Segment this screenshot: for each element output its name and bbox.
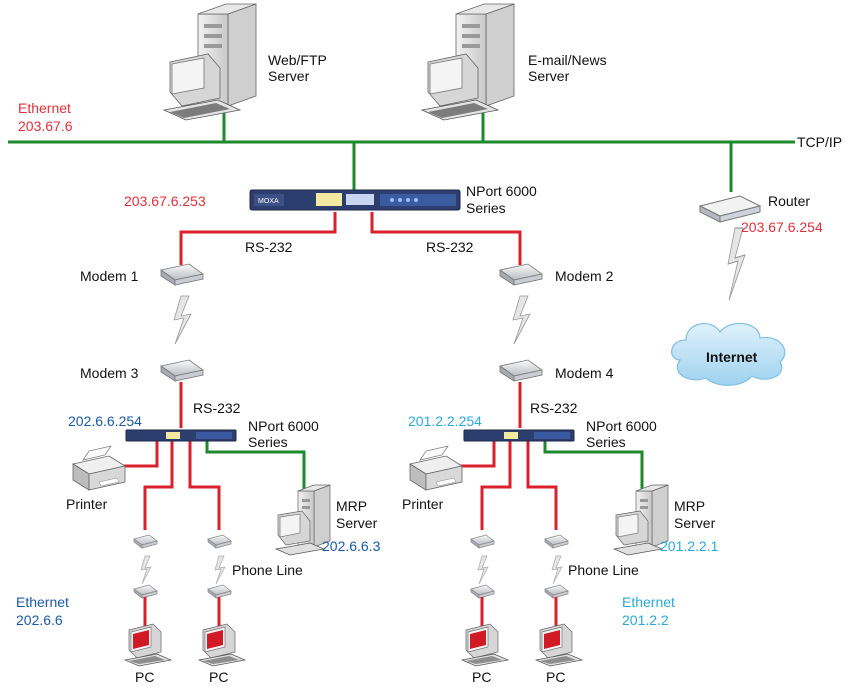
nport-right-device bbox=[463, 429, 575, 442]
right-mrp-label-2: Server bbox=[674, 515, 716, 531]
email-news-server-icon bbox=[421, 3, 515, 121]
left-pc-a-modem-icon bbox=[133, 534, 158, 549]
phone-bolt-left-icon bbox=[173, 295, 192, 345]
right-pc-line-a bbox=[480, 440, 512, 530]
right-pc-a-modem-icon bbox=[470, 534, 495, 549]
right-pc-b-bolt-icon bbox=[551, 555, 563, 585]
right-nport-label-1: NPort 6000 bbox=[586, 418, 657, 434]
rs232-line-left bbox=[179, 212, 337, 265]
left-pc-b-modem-icon bbox=[207, 534, 232, 549]
right-ethernet-net: 201.2.2 bbox=[622, 612, 669, 628]
left-pc-b-label: PC bbox=[209, 669, 228, 685]
modem-3-label: Modem 3 bbox=[80, 365, 139, 381]
modem-1-icon bbox=[160, 263, 204, 286]
left-pc-a-bolt-icon bbox=[140, 555, 152, 585]
left-mrp-ip: 202.6.6.3 bbox=[322, 538, 381, 554]
left-phone-line-label: Phone Line bbox=[232, 562, 303, 578]
left-nport-label-1: NPort 6000 bbox=[248, 418, 319, 434]
left-printer-line bbox=[122, 440, 159, 468]
modem-2-icon bbox=[499, 263, 543, 286]
nport-main-ip: 203.67.6.253 bbox=[124, 193, 206, 209]
right-pc-b-modem-icon bbox=[544, 534, 569, 549]
modem-3-icon bbox=[160, 359, 204, 382]
left-pc-a-icon bbox=[124, 623, 172, 667]
right-nport-ip: 201.2.2.254 bbox=[408, 413, 482, 429]
nport-main-label-2: Series bbox=[466, 200, 506, 216]
rs232-line-right bbox=[370, 212, 522, 265]
left-pc-line-b bbox=[188, 440, 221, 530]
left-rs232-top: RS-232 bbox=[245, 239, 293, 255]
internet-label: Internet bbox=[706, 349, 758, 365]
modem-2-label: Modem 2 bbox=[555, 268, 614, 284]
left-pc-b-bolt-icon bbox=[214, 555, 226, 585]
left-pc-b-lower-modem-icon bbox=[207, 584, 232, 599]
left-mrp-label-1: MRP bbox=[336, 498, 367, 514]
right-nport-label-2: Series bbox=[586, 434, 626, 450]
modem-4-label: Modem 4 bbox=[555, 365, 614, 381]
web-server-label-1: Web/FTP bbox=[268, 52, 327, 68]
left-mrp-line bbox=[205, 440, 306, 490]
router-label: Router bbox=[768, 193, 810, 209]
right-mrp-line bbox=[543, 440, 644, 490]
left-printer-icon bbox=[72, 445, 126, 491]
left-rs232-mid: RS-232 bbox=[193, 400, 241, 416]
right-printer-icon bbox=[409, 445, 463, 491]
left-ethernet-label: Ethernet bbox=[16, 594, 69, 610]
right-pc-a-icon bbox=[461, 623, 509, 667]
modem-4-icon bbox=[499, 359, 543, 382]
right-printer-label: Printer bbox=[402, 496, 444, 512]
left-printer-label: Printer bbox=[66, 496, 108, 512]
right-pc-b-label: PC bbox=[546, 669, 565, 685]
top-ethernet-label: Ethernet bbox=[18, 100, 71, 116]
left-nport-ip: 202.6.6.254 bbox=[68, 413, 142, 429]
left-pc-b-icon bbox=[198, 623, 246, 667]
left-nport-label-2: Series bbox=[248, 434, 288, 450]
right-pc-b-icon bbox=[535, 623, 583, 667]
left-pc-line-a bbox=[143, 440, 174, 530]
right-pc-a-label: PC bbox=[472, 669, 491, 685]
mail-server-label-2: Server bbox=[528, 68, 570, 84]
web-ftp-server-icon bbox=[163, 3, 257, 121]
router-icon bbox=[698, 195, 762, 223]
nport-main-device bbox=[249, 189, 461, 211]
right-mrp-ip: 201.2.2.1 bbox=[660, 538, 719, 554]
phone-bolt-right-icon bbox=[512, 295, 531, 345]
right-pc-line-b bbox=[526, 440, 558, 530]
right-rs232-top: RS-232 bbox=[426, 239, 474, 255]
right-pc-b-lower-modem-icon bbox=[544, 584, 569, 599]
right-pc-a-bolt-icon bbox=[477, 555, 489, 585]
nport-main-logo: MOXA bbox=[258, 198, 279, 205]
right-rs232-mid: RS-232 bbox=[530, 400, 578, 416]
nport-main-label-1: NPort 6000 bbox=[466, 183, 537, 199]
right-ethernet-label: Ethernet bbox=[622, 594, 675, 610]
left-pc-a-lower-modem-icon bbox=[133, 584, 158, 599]
left-mrp-label-2: Server bbox=[336, 515, 378, 531]
top-ethernet-net: 203.67.6 bbox=[18, 118, 73, 134]
web-server-label-2: Server bbox=[268, 68, 310, 84]
right-phone-line-label: Phone Line bbox=[568, 562, 639, 578]
router-ip: 203.67.6.254 bbox=[741, 219, 823, 235]
mail-server-label-1: E-mail/News bbox=[528, 52, 607, 68]
right-pc-a-lower-modem-icon bbox=[470, 584, 495, 599]
right-printer-line bbox=[460, 440, 496, 468]
internet-cloud-icon bbox=[671, 322, 786, 386]
left-ethernet-net: 202.6.6 bbox=[16, 612, 63, 628]
right-mrp-label-1: MRP bbox=[674, 498, 705, 514]
router-wireless-bolt-icon bbox=[727, 227, 746, 301]
left-pc-a-label: PC bbox=[135, 669, 154, 685]
modem-1-label: Modem 1 bbox=[80, 268, 139, 284]
tcpip-label: TCP/IP bbox=[797, 134, 842, 150]
nport-left-device bbox=[125, 429, 237, 442]
